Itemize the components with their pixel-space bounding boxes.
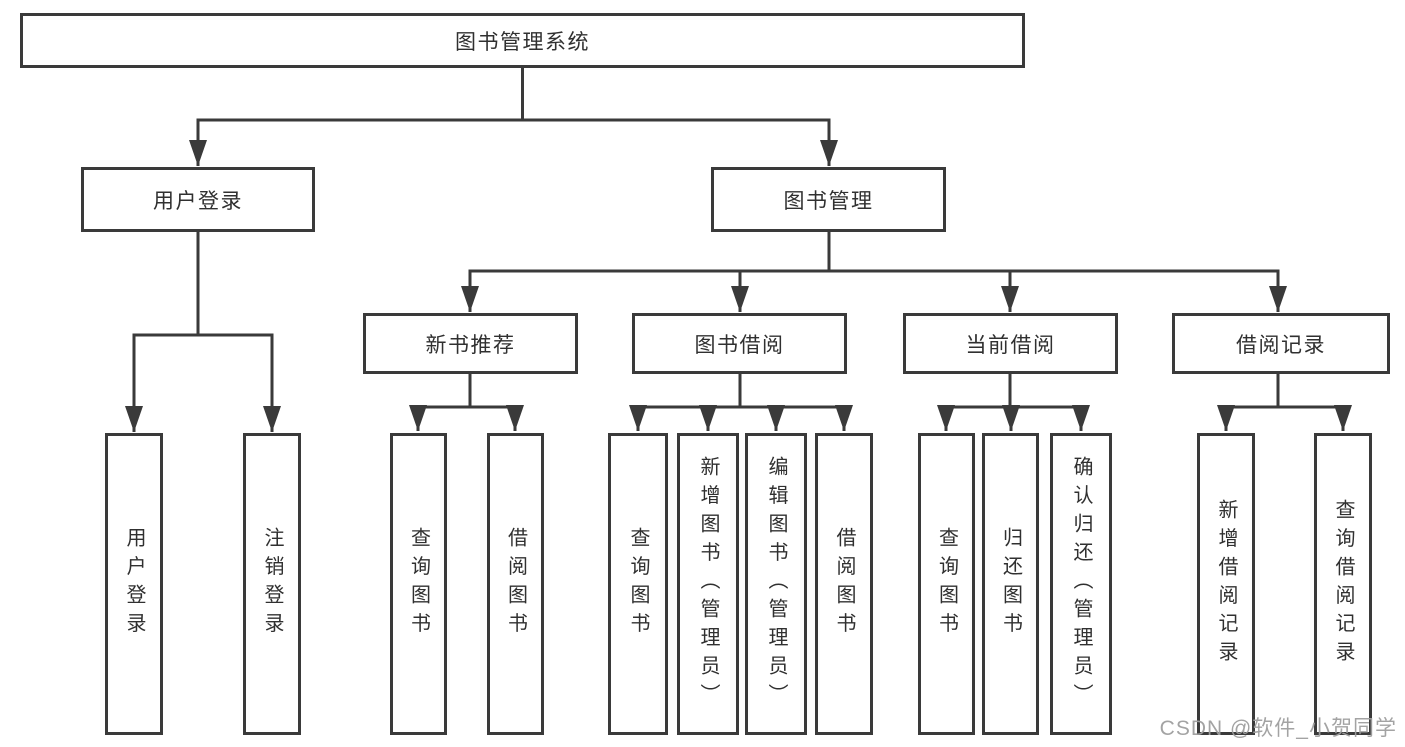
node-root: 图书管理系统 [20, 13, 1025, 68]
leaf-logout: 注销登录 [243, 433, 301, 735]
leaf-confirm-return-admin: 确认归还（管理员） [1050, 433, 1112, 735]
leaf-add-book-admin-label: 新增图书（管理员） [697, 456, 719, 712]
leaf-query-borrow-record: 查询借阅记录 [1314, 433, 1372, 735]
leaf-edit-book-admin: 编辑图书（管理员） [745, 433, 807, 735]
leaf-edit-book-admin-label: 编辑图书（管理员） [765, 456, 787, 712]
leaf-return-book: 归还图书 [982, 433, 1039, 735]
leaf-query-borrow-record-label: 查询借阅记录 [1332, 498, 1354, 670]
node-book-borrowing: 图书借阅 [632, 313, 847, 374]
leaf-return-book-label: 归还图书 [999, 527, 1022, 641]
leaf-current-query-label: 查询图书 [935, 527, 958, 641]
connector-userlogin-to-leaves [125, 232, 281, 432]
node-book-management: 图书管理 [711, 167, 946, 232]
connector-root-to-level2 [189, 68, 838, 166]
leaf-user-login-label: 用户登录 [123, 527, 145, 641]
leaf-newbook-query: 查询图书 [390, 433, 447, 735]
connector-bookmgmt-to-level3 [461, 232, 1287, 312]
connector-current-to-leaves [937, 374, 1090, 431]
leaf-add-book-admin: 新增图书（管理员） [677, 433, 739, 735]
leaf-add-borrow-record: 新增借阅记录 [1197, 433, 1255, 735]
connector-newbook-to-leaves [409, 374, 524, 431]
leaf-newbook-borrow: 借阅图书 [487, 433, 544, 735]
node-borrowing-records-label: 借阅记录 [1236, 333, 1326, 357]
leaf-logout-label: 注销登录 [261, 527, 283, 641]
leaf-newbook-borrow-label: 借阅图书 [504, 527, 527, 641]
node-current-borrowing: 当前借阅 [903, 313, 1118, 374]
leaf-current-query: 查询图书 [918, 433, 975, 735]
leaf-newbook-query-label: 查询图书 [407, 527, 430, 641]
node-new-book-recommend: 新书推荐 [363, 313, 578, 374]
connector-borrow-to-leaves [629, 374, 853, 431]
connector-records-to-leaves [1217, 374, 1352, 431]
node-root-label: 图书管理系统 [455, 30, 590, 54]
node-new-book-recommend-label: 新书推荐 [425, 333, 516, 357]
leaf-borrow-book-label: 借阅图书 [833, 527, 855, 641]
node-book-borrowing-label: 图书借阅 [694, 333, 785, 357]
leaf-confirm-return-admin-label: 确认归还（管理员） [1070, 456, 1092, 712]
leaf-add-borrow-record-label: 新增借阅记录 [1215, 498, 1237, 670]
node-borrowing-records: 借阅记录 [1172, 313, 1390, 374]
leaf-borrow-query: 查询图书 [608, 433, 668, 735]
leaf-borrow-query-label: 查询图书 [627, 527, 649, 641]
leaf-user-login: 用户登录 [105, 433, 163, 735]
node-book-management-label: 图书管理 [783, 189, 874, 213]
leaf-borrow-book: 借阅图书 [815, 433, 873, 735]
watermark: CSDN @软件_小贺同学 [1159, 717, 1397, 740]
node-user-login: 用户登录 [81, 167, 315, 232]
node-user-login-label: 用户登录 [153, 189, 243, 213]
node-current-borrowing-label: 当前借阅 [965, 333, 1056, 357]
